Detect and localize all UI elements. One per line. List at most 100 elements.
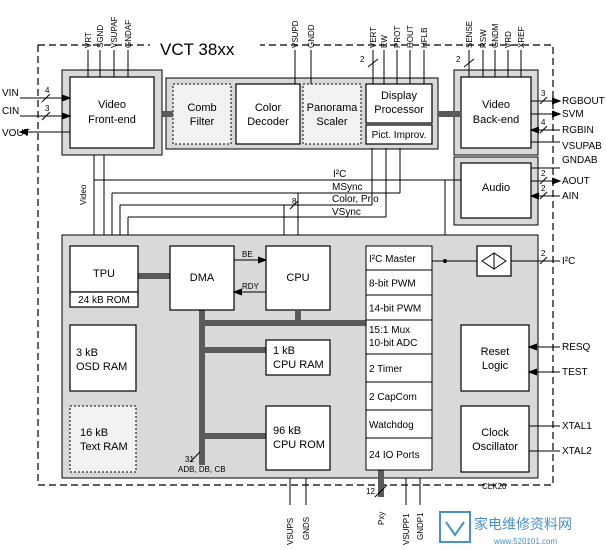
color-decoder-label-2: Decoder bbox=[247, 116, 289, 128]
rgbout-bus-count: 3 bbox=[541, 89, 546, 98]
tpu-label: TPU bbox=[93, 268, 115, 280]
peripheral-label: I²C Master bbox=[369, 254, 416, 265]
watermark-logo bbox=[439, 511, 471, 543]
osd-ram-block bbox=[69, 324, 137, 392]
peripheral-cell bbox=[365, 245, 433, 271]
peripheral-label: 14-bit PWM bbox=[369, 304, 421, 315]
peripheral-cell bbox=[365, 269, 433, 296]
cpu-ram-label-1: 1 kB bbox=[273, 345, 295, 357]
peripheral-cell bbox=[365, 294, 433, 321]
pict-improv-block bbox=[365, 124, 433, 145]
video-backend-label-1: Video bbox=[482, 99, 510, 111]
comb-filter-label-2: Filter bbox=[190, 116, 215, 128]
pin-test: TEST bbox=[562, 367, 588, 378]
watermark-text: 家电维修资料网 bbox=[474, 516, 572, 532]
reset-logic-label-2: Logic bbox=[482, 360, 509, 372]
cpu-block bbox=[265, 245, 331, 311]
cpu-rom-label-1: 96 kB bbox=[273, 425, 301, 437]
pin-gndp1: GNDP1 bbox=[416, 512, 425, 540]
pin-gnds: GNDS bbox=[302, 517, 311, 540]
pin-vrd: VRD bbox=[504, 31, 513, 48]
pin-hout: HOUT bbox=[406, 25, 415, 48]
clock-oscillator-label-1: Clock bbox=[481, 427, 509, 439]
pin-gndaf: GNDAF bbox=[124, 20, 133, 48]
pin-aout: AOUT bbox=[562, 176, 590, 187]
peripheral-label: 24 IO Ports bbox=[369, 450, 420, 461]
cpu-label: CPU bbox=[286, 272, 309, 284]
be-signal-label: BE bbox=[242, 250, 253, 259]
i2c-signal-label: I²C bbox=[333, 169, 346, 180]
panorama-scaler-label-1: Panorama bbox=[307, 102, 359, 114]
pin-svm: SVM bbox=[562, 109, 584, 120]
chip-border bbox=[37, 44, 554, 486]
pin-vout: VOUT bbox=[2, 128, 30, 139]
backend-bus-count: 2 bbox=[456, 55, 461, 64]
osd-ram-label-1: 3 kB bbox=[76, 347, 98, 359]
audio-label: Audio bbox=[482, 182, 510, 194]
pin-ew: EW bbox=[380, 35, 389, 48]
audio-block bbox=[460, 162, 532, 219]
clk-signal-label: CLK20 bbox=[482, 482, 507, 491]
comb-filter-label-1: Comb bbox=[187, 102, 216, 114]
rgbin-bus-count: 4 bbox=[541, 118, 546, 127]
pin-resq: RESQ bbox=[562, 342, 591, 353]
video-signal-label: Video bbox=[79, 184, 88, 205]
internal-bus-label: ADB, DB, CB bbox=[178, 465, 226, 474]
display-processor-block bbox=[365, 83, 433, 124]
comb-filter-block bbox=[172, 83, 232, 145]
pin-pxy: Pxy bbox=[377, 512, 386, 525]
peripheral-label: Watchdog bbox=[369, 420, 414, 431]
cpu-rom-label-2: CPU ROM bbox=[273, 439, 325, 451]
video-backend-block bbox=[460, 76, 532, 149]
pin-rgbin: RGBIN bbox=[562, 125, 594, 136]
pin-sense: SENSE bbox=[465, 21, 474, 48]
vin-bus-count: 4 bbox=[45, 86, 50, 95]
panorama-scaler-label-2: Scaler bbox=[316, 116, 348, 128]
pin-gndab: GNDAB bbox=[562, 155, 598, 166]
rdy-signal-label: RDY bbox=[242, 282, 260, 291]
display-bus-count: 2 bbox=[360, 55, 365, 64]
cpu-ram-block bbox=[265, 339, 331, 376]
peripheral-label: 10-bit ADC bbox=[369, 338, 417, 349]
dma-label: DMA bbox=[190, 272, 215, 284]
peripheral-label: 2 Timer bbox=[369, 364, 403, 375]
pin-cin: CIN bbox=[2, 106, 19, 117]
peripheral-cell bbox=[365, 437, 433, 471]
video-backend-label-2: Back-end bbox=[473, 114, 519, 126]
display-processor-label-1: Display bbox=[381, 90, 418, 102]
display-processor-label-2: Processor bbox=[374, 104, 424, 116]
pin-xtal2: XTAL2 bbox=[562, 446, 592, 457]
pin-i2c: I²C bbox=[562, 256, 575, 267]
pin-vert: VERT bbox=[369, 27, 378, 48]
pin-xtal1: XTAL1 bbox=[562, 421, 592, 432]
tpu-rom-label: 24 kB ROM bbox=[78, 295, 130, 306]
pin-gndm: GNDM bbox=[491, 23, 500, 48]
vsync-signal-label: VSync bbox=[332, 207, 361, 218]
pin-vrt: VRT bbox=[84, 32, 93, 48]
pict-improv-label: Pict. Improv. bbox=[372, 130, 427, 141]
pin-rgbout: RGBOUT bbox=[562, 96, 605, 107]
cpu-rom-block bbox=[265, 405, 331, 471]
pin-vsupab: VSUPAB bbox=[562, 141, 602, 152]
cpu-ram-label-2: CPU RAM bbox=[273, 359, 324, 371]
pin-vsupaf: VSUPAF bbox=[110, 16, 119, 48]
aout-bus-count: 2 bbox=[541, 169, 546, 178]
clock-oscillator-block bbox=[460, 405, 530, 473]
video-frontend-label-1: Video bbox=[98, 99, 126, 111]
peripheral-cell bbox=[365, 409, 433, 439]
pin-vsupd: VSUPD bbox=[291, 20, 300, 48]
pin-hflb: HFLB bbox=[420, 28, 429, 48]
color-prio-signal-label: Color, Prio bbox=[332, 194, 379, 205]
msync-signal-label: MSync bbox=[332, 182, 363, 193]
watermark-url: www.520101.com bbox=[493, 537, 557, 546]
chip-title: VCT 38xx bbox=[160, 40, 235, 59]
pin-sgnd: SGND bbox=[96, 25, 105, 48]
peripheral-label: 8-bit PWM bbox=[369, 279, 416, 290]
tpu-rom-block bbox=[69, 291, 139, 308]
pin-ain: AIN bbox=[562, 191, 579, 202]
dma-block bbox=[169, 245, 235, 311]
text-ram-label-2: Text RAM bbox=[80, 441, 128, 453]
peripheral-label: 15:1 Mux bbox=[369, 325, 410, 336]
